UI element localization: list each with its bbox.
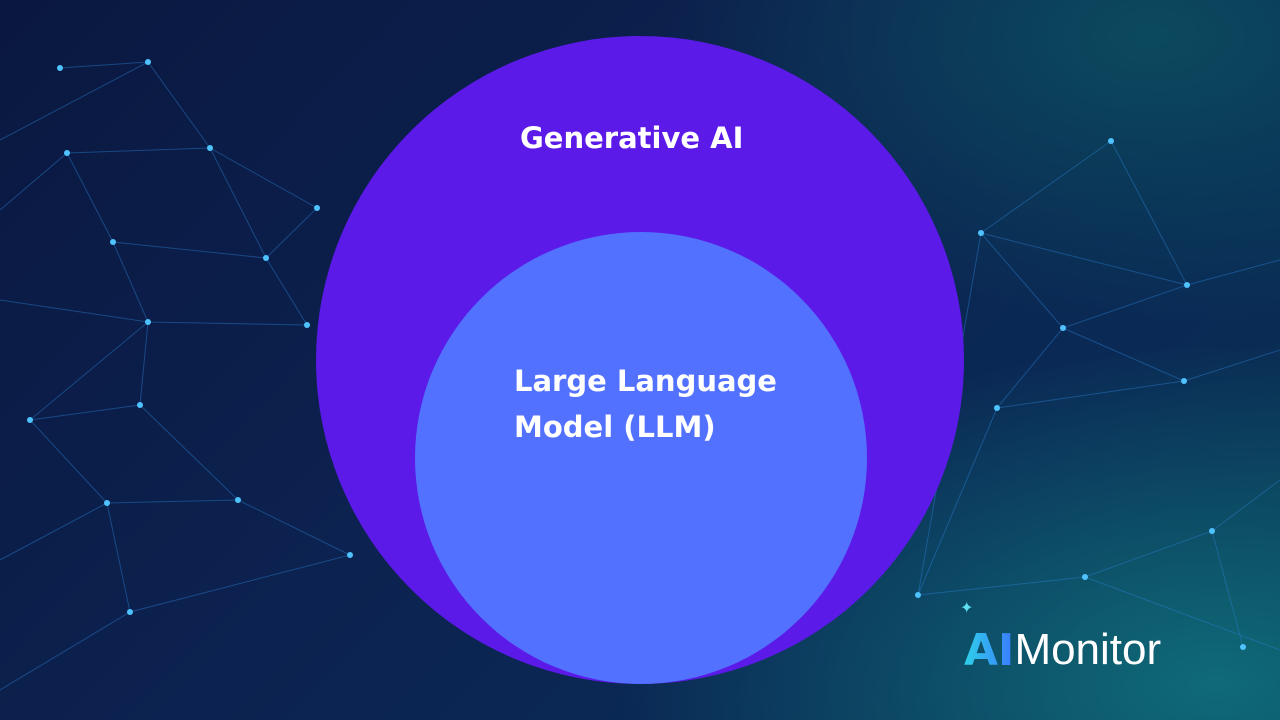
logo-name: Monitor [1014, 625, 1162, 674]
aimonitor-logo: AI Monitor [964, 622, 1161, 678]
llm-label-line1: Large Language [514, 364, 777, 398]
sparkle-icon: ✦ [960, 598, 974, 617]
generative-ai-label: Generative AI [520, 121, 744, 155]
llm-circle [415, 232, 867, 684]
llm-label-line2: Model (LLM) [514, 410, 716, 444]
llm-label: Large Language Model (LLM) [514, 358, 777, 450]
logo-prefix: AI [964, 624, 1015, 676]
